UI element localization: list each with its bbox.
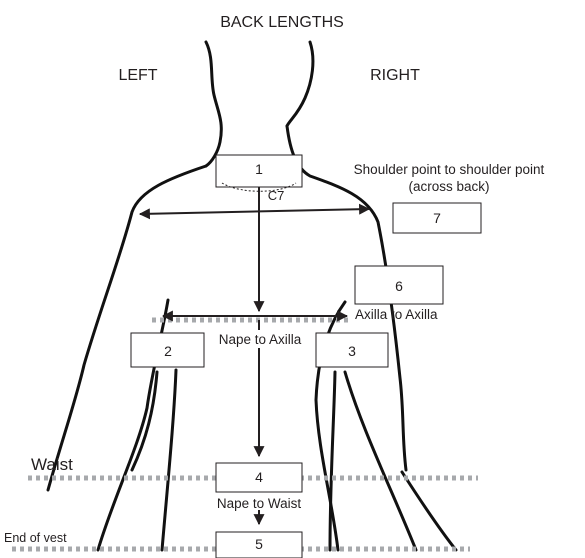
across-back-label: (across back) — [408, 179, 489, 194]
measurement-box-3-label: 3 — [348, 343, 356, 359]
head-right-outline — [287, 42, 313, 126]
c7-label: C7 — [268, 188, 285, 203]
left-shoulder-arm-outline — [48, 166, 206, 490]
nape-to-axilla-label: Nape to Axilla — [219, 332, 302, 347]
measurement-box-2-label: 2 — [164, 343, 172, 359]
measurement-box-4-label: 4 — [255, 469, 263, 485]
right-side-label: RIGHT — [370, 67, 420, 84]
nape-to-waist-label: Nape to Waist — [217, 496, 302, 511]
head-left-outline — [206, 42, 221, 166]
measurement-box-5-label: 5 — [255, 536, 263, 552]
left-side-label: LEFT — [118, 67, 157, 84]
diagram-title: BACK LENGTHS — [220, 14, 344, 31]
axilla-to-axilla-label: Axilla to Axilla — [355, 307, 438, 322]
measurement-box-1-label: 1 — [255, 161, 263, 177]
left-inner-torso-line — [162, 370, 176, 550]
measurement-box-7-label: 7 — [433, 210, 441, 226]
shoulder-to-shoulder-arrow — [140, 209, 369, 214]
shoulder-to-shoulder-label: Shoulder point to shoulder point — [354, 162, 545, 177]
measurement-box-6-label: 6 — [395, 278, 403, 294]
waist-label: Waist — [31, 455, 73, 474]
end-of-vest-label: End of vest — [4, 531, 67, 545]
